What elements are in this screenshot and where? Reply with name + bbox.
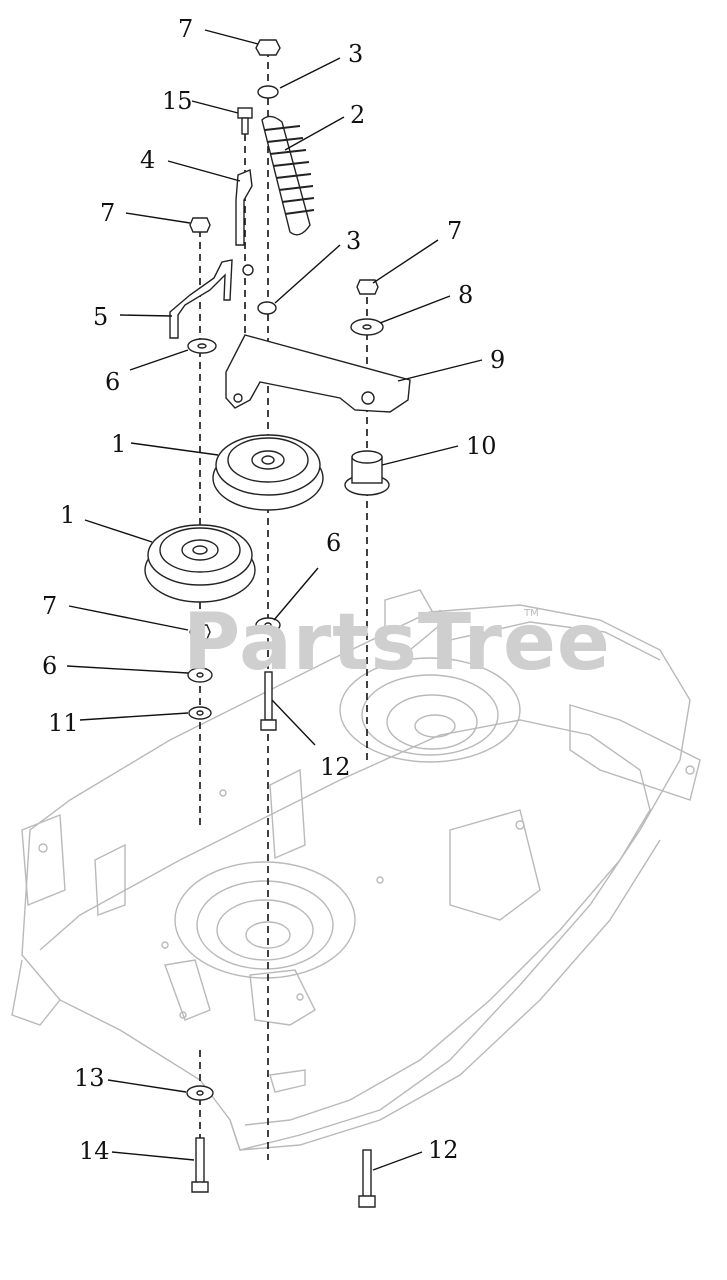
- callout-14: 14: [79, 1137, 110, 1165]
- callout-12: 12: [428, 1136, 459, 1164]
- callout-1: 1: [111, 430, 127, 458]
- watermark-logo: PartsTree: [183, 598, 611, 688]
- callout-3: 3: [346, 227, 362, 255]
- callout-7: 7: [178, 15, 194, 43]
- callout-13: 13: [74, 1064, 105, 1092]
- callout-8: 8: [458, 281, 474, 309]
- callout-7: 7: [42, 592, 58, 620]
- callout-15: 15: [162, 87, 193, 115]
- parts: [144, 39, 411, 1208]
- callout-9: 9: [490, 346, 506, 374]
- callout-5: 5: [93, 303, 109, 331]
- callout-6: 6: [326, 529, 342, 557]
- callout-2: 2: [350, 101, 366, 129]
- callout-3: 3: [348, 40, 364, 68]
- callout-10: 10: [466, 432, 497, 460]
- callout-4: 4: [140, 146, 156, 174]
- callout-6: 6: [105, 368, 121, 396]
- mower-deck: [11, 589, 701, 1151]
- watermark-trademark: TM: [524, 608, 539, 619]
- callout-11: 11: [48, 709, 79, 737]
- spring: [261, 115, 315, 236]
- callout-7: 7: [100, 199, 116, 227]
- callout-7: 7: [447, 217, 463, 245]
- callout-6: 6: [42, 652, 58, 680]
- leader-lines: [66, 29, 483, 1171]
- callout-12: 12: [320, 753, 351, 781]
- callout-1: 1: [60, 501, 76, 529]
